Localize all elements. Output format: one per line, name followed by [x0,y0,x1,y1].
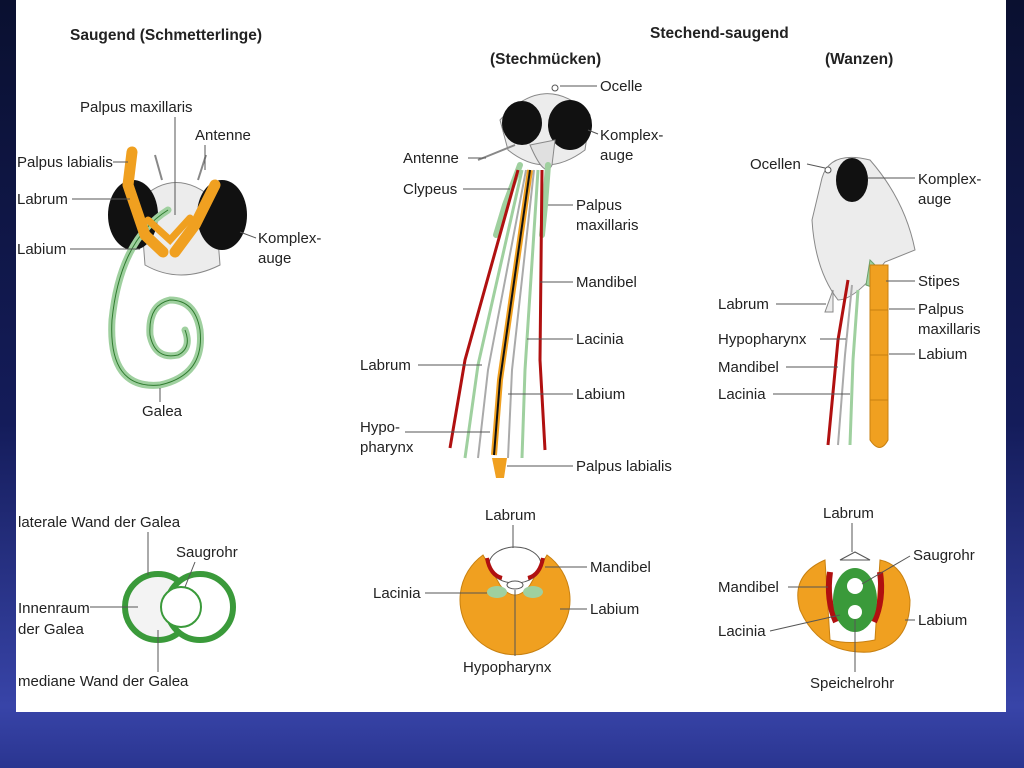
label-ms-lacinia: Lacinia [373,585,421,602]
saugrohr-lumen [160,586,202,628]
label-m-komplexauge-2: auge [600,147,633,164]
mosquito-eye-left [502,101,542,145]
bug-hypopharynx [837,284,853,446]
figure-panel: Saugend (Schmetterlinge) Stechend-saugen… [16,0,1006,712]
bs-speichelrohr [848,605,862,619]
label-bs-labrum: Labrum [823,505,874,522]
label-laterale-wand: laterale Wand der Galea [18,514,181,531]
label-m-labium: Labium [576,386,625,403]
label-bs-labium: Labium [918,612,967,629]
label-m-palpus-labialis: Palpus labialis [576,458,672,475]
label-ms-labium: Labium [590,601,639,618]
label-stipes: Stipes [918,273,960,290]
bug-labium [869,264,889,448]
label-ms-labrum: Labrum [485,507,536,524]
bs-mandibel-right [871,571,885,624]
palpus-labialis-right [169,179,221,258]
bs-mandibel-left [825,571,839,624]
heading-saugend: Saugend (Schmetterlinge) [70,27,262,44]
label-m-lacinia: Lacinia [576,331,624,348]
label-ms-mandibel: Mandibel [590,559,651,576]
mosquito-hypopharynx [493,169,531,456]
label-b-mandibel: Mandibel [718,359,779,376]
bs-labrum [839,551,871,561]
bs-saugrohr [847,578,863,594]
label-b-komplexauge-1: Komplex- [918,171,981,188]
mosquito-head [448,84,592,478]
label-bs-lacinia: Lacinia [718,623,766,640]
label-mediane-wand: mediane Wand der Galea [18,673,189,690]
label-b-komplexauge-2: auge [918,191,951,208]
label-komplexauge-2: auge [258,250,291,267]
label-b-labium: Labium [918,346,967,363]
heading-stechend: Stechend-saugend [650,25,789,42]
label-b-lacinia: Lacinia [718,386,766,403]
mosquito-labrum [477,169,527,459]
palpus-labialis-left [122,146,169,258]
bs-lacinia [833,568,877,632]
bug-head [811,156,916,448]
label-m-hypo-1: Hypo- [360,419,400,436]
label-b-palpus-2: maxillaris [918,321,981,338]
label-m-hypo-2: pharynx [360,439,414,456]
mosquito-eye-right [548,100,592,150]
mosquito-lacinia-left [463,169,524,459]
label-m-palpus-max-1: Palpus [576,197,622,214]
label-ocellen: Ocellen [750,156,801,173]
heading-stechmuecken: (Stechmücken) [490,51,601,68]
label-palpus-maxillaris: Palpus maxillaris [80,99,193,116]
mosquito-ocelle [551,84,559,92]
bug-mandibel [826,279,850,446]
label-galea: Galea [142,403,183,420]
label-saugrohr: Saugrohr [176,544,238,561]
label-b-hypopharynx: Hypopharynx [718,331,807,348]
label-bs-mandibel: Mandibel [718,579,779,596]
mosquito-mandibel-left [448,169,520,449]
mosquito-lacinia-right [520,169,540,459]
label-m-komplexauge-1: Komplex- [600,127,663,144]
label-bs-saugrohr: Saugrohr [913,547,975,564]
label-bs-speichelrohr: Speichelrohr [810,675,894,692]
bug-eye [836,158,868,202]
label-komplexauge-1: Komplex- [258,230,321,247]
mosquito-palpus-labialis [492,458,507,478]
galea-section [122,571,236,643]
label-b-labrum: Labrum [718,296,769,313]
label-m-antenne: Antenne [403,150,459,167]
bug-ocellen [824,166,832,174]
label-labium: Labium [17,241,66,258]
butterfly-head [108,146,247,389]
mosquito-mandibel-right [538,169,547,451]
label-m-mandibel: Mandibel [576,274,637,291]
label-innenraum-2: der Galea [18,621,85,638]
label-palpus-labialis: Palpus labialis [17,154,113,171]
label-ms-hypopharynx: Hypopharynx [463,659,552,676]
label-ocelle: Ocelle [600,78,643,95]
label-antenne: Antenne [195,127,251,144]
label-labrum: Labrum [17,191,68,208]
bug-section [797,551,911,653]
mouthparts-diagram: Saugend (Schmetterlinge) Stechend-saugen… [17,25,981,692]
label-m-labrum: Labrum [360,357,411,374]
label-innenraum-1: Innenraum [18,600,90,617]
bug-lacinia [848,289,860,446]
label-b-palpus-1: Palpus [918,301,964,318]
label-clypeus: Clypeus [403,181,457,198]
label-m-palpus-max-2: maxillaris [576,217,639,234]
heading-wanzen: (Wanzen) [825,51,893,68]
